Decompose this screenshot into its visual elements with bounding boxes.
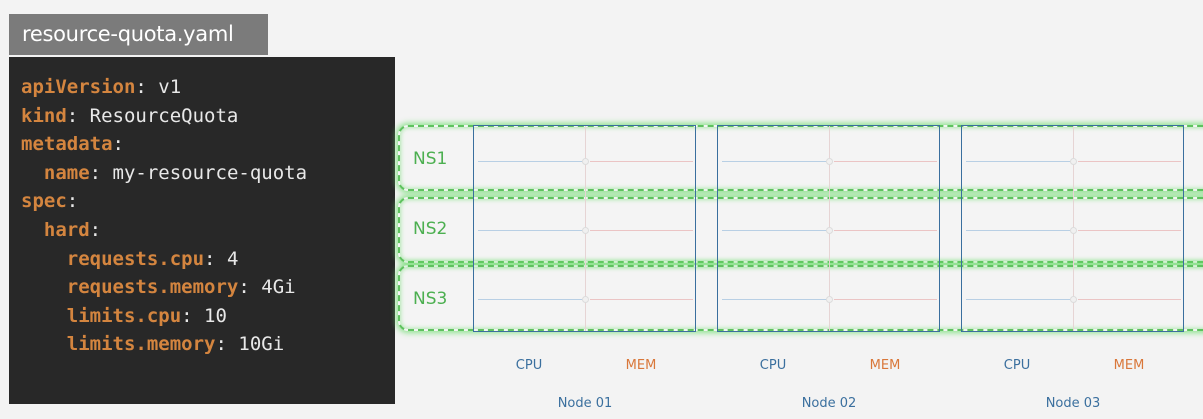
cpu-usage-line xyxy=(478,161,582,162)
code-line: kind: ResourceQuota xyxy=(21,102,395,131)
yaml-value: 10 xyxy=(192,304,227,327)
mem-usage-line xyxy=(1077,230,1181,231)
node-label: Node 03 xyxy=(1045,396,1101,411)
code-indent xyxy=(21,248,67,270)
yaml-colon: : xyxy=(66,104,79,127)
yaml-key: requests.cpu xyxy=(66,247,205,270)
yaml-key: limits.memory xyxy=(66,333,216,356)
code-indent xyxy=(21,276,67,298)
cpu-usage-line xyxy=(966,161,1070,162)
junction-dot xyxy=(826,296,833,303)
cpu-label: CPU xyxy=(759,358,787,373)
cpu-usage-line xyxy=(966,299,1070,300)
mem-usage-line xyxy=(589,299,693,300)
yaml-colon: : xyxy=(66,190,79,213)
namespace-label: NS3 xyxy=(413,289,448,309)
code-line: requests.memory: 4Gi xyxy=(21,273,395,302)
yaml-key: kind xyxy=(21,104,67,127)
yaml-colon: : xyxy=(204,247,216,270)
node-box-3 xyxy=(961,125,1184,332)
code-indent xyxy=(21,305,67,327)
yaml-value: my-resource-quota xyxy=(101,161,308,184)
node-label: Node 01 xyxy=(557,396,613,411)
yaml-value: ResourceQuota xyxy=(78,104,239,127)
mem-usage-line xyxy=(1077,299,1181,300)
yaml-value: 10Gi xyxy=(226,333,285,356)
code-line: metadata: xyxy=(21,130,395,159)
mem-usage-line xyxy=(589,161,693,162)
junction-dot xyxy=(1070,158,1077,165)
cpu-usage-line xyxy=(722,230,826,231)
junction-dot xyxy=(826,158,833,165)
yaml-key: apiVersion xyxy=(21,76,136,98)
yaml-key: hard xyxy=(43,218,90,241)
code-indent xyxy=(21,162,44,184)
namespace-band-ns1 xyxy=(398,125,1203,191)
code-indent xyxy=(21,333,67,355)
yaml-colon: : xyxy=(89,161,102,184)
code-line: apiVersion: v1 xyxy=(21,73,395,102)
yaml-colon: : xyxy=(238,276,250,299)
yaml-colon: : xyxy=(89,218,102,241)
cpu-usage-line xyxy=(478,230,582,231)
cpu-usage-line xyxy=(722,161,826,162)
code-line: name: my-resource-quota xyxy=(21,159,395,188)
mem-usage-line xyxy=(589,230,693,231)
node-box-1 xyxy=(473,125,696,332)
cpu-usage-line xyxy=(722,299,826,300)
yaml-colon: : xyxy=(112,133,124,156)
code-line: limits.cpu: 10 xyxy=(21,302,395,331)
namespace-band-ns3 xyxy=(398,265,1203,331)
code-line: requests.cpu: 4 xyxy=(21,245,395,274)
mem-label: MEM xyxy=(869,358,901,373)
junction-dot xyxy=(582,227,589,234)
junction-dot xyxy=(826,227,833,234)
mem-usage-line xyxy=(833,230,937,231)
yaml-key: spec xyxy=(21,190,67,213)
cpu-label: CPU xyxy=(1003,358,1031,373)
yaml-key: metadata xyxy=(21,133,113,156)
file-name-tab: resource-quota.yaml xyxy=(9,14,268,55)
code-line: spec: xyxy=(21,187,395,216)
namespace-label: NS2 xyxy=(413,219,448,239)
mem-usage-line xyxy=(833,299,937,300)
junction-dot xyxy=(582,296,589,303)
yaml-value: v1 xyxy=(146,76,182,98)
code-line: limits.memory: 10Gi xyxy=(21,330,395,359)
node-label: Node 02 xyxy=(801,396,857,411)
yaml-colon: : xyxy=(181,304,193,327)
junction-dot xyxy=(1070,296,1077,303)
yaml-colon: : xyxy=(215,333,227,356)
mem-label: MEM xyxy=(1113,358,1145,373)
cpu-usage-line xyxy=(478,299,582,300)
code-line: hard: xyxy=(21,216,395,245)
namespace-label: NS1 xyxy=(413,149,448,169)
mem-usage-line xyxy=(1077,161,1181,162)
yaml-value: 4 xyxy=(215,247,239,270)
node-box-2 xyxy=(717,125,940,332)
yaml-key: name xyxy=(43,161,90,184)
yaml-key: requests.memory xyxy=(66,276,239,299)
yaml-key: limits.cpu xyxy=(66,304,182,327)
code-indent xyxy=(21,219,44,241)
cpu-usage-line xyxy=(966,230,1070,231)
yaml-value: 4Gi xyxy=(249,276,296,299)
mem-usage-line xyxy=(833,161,937,162)
mem-label: MEM xyxy=(625,358,657,373)
cpu-label: CPU xyxy=(515,358,543,373)
junction-dot xyxy=(1070,227,1077,234)
yaml-colon: : xyxy=(135,76,147,98)
junction-dot xyxy=(582,158,589,165)
